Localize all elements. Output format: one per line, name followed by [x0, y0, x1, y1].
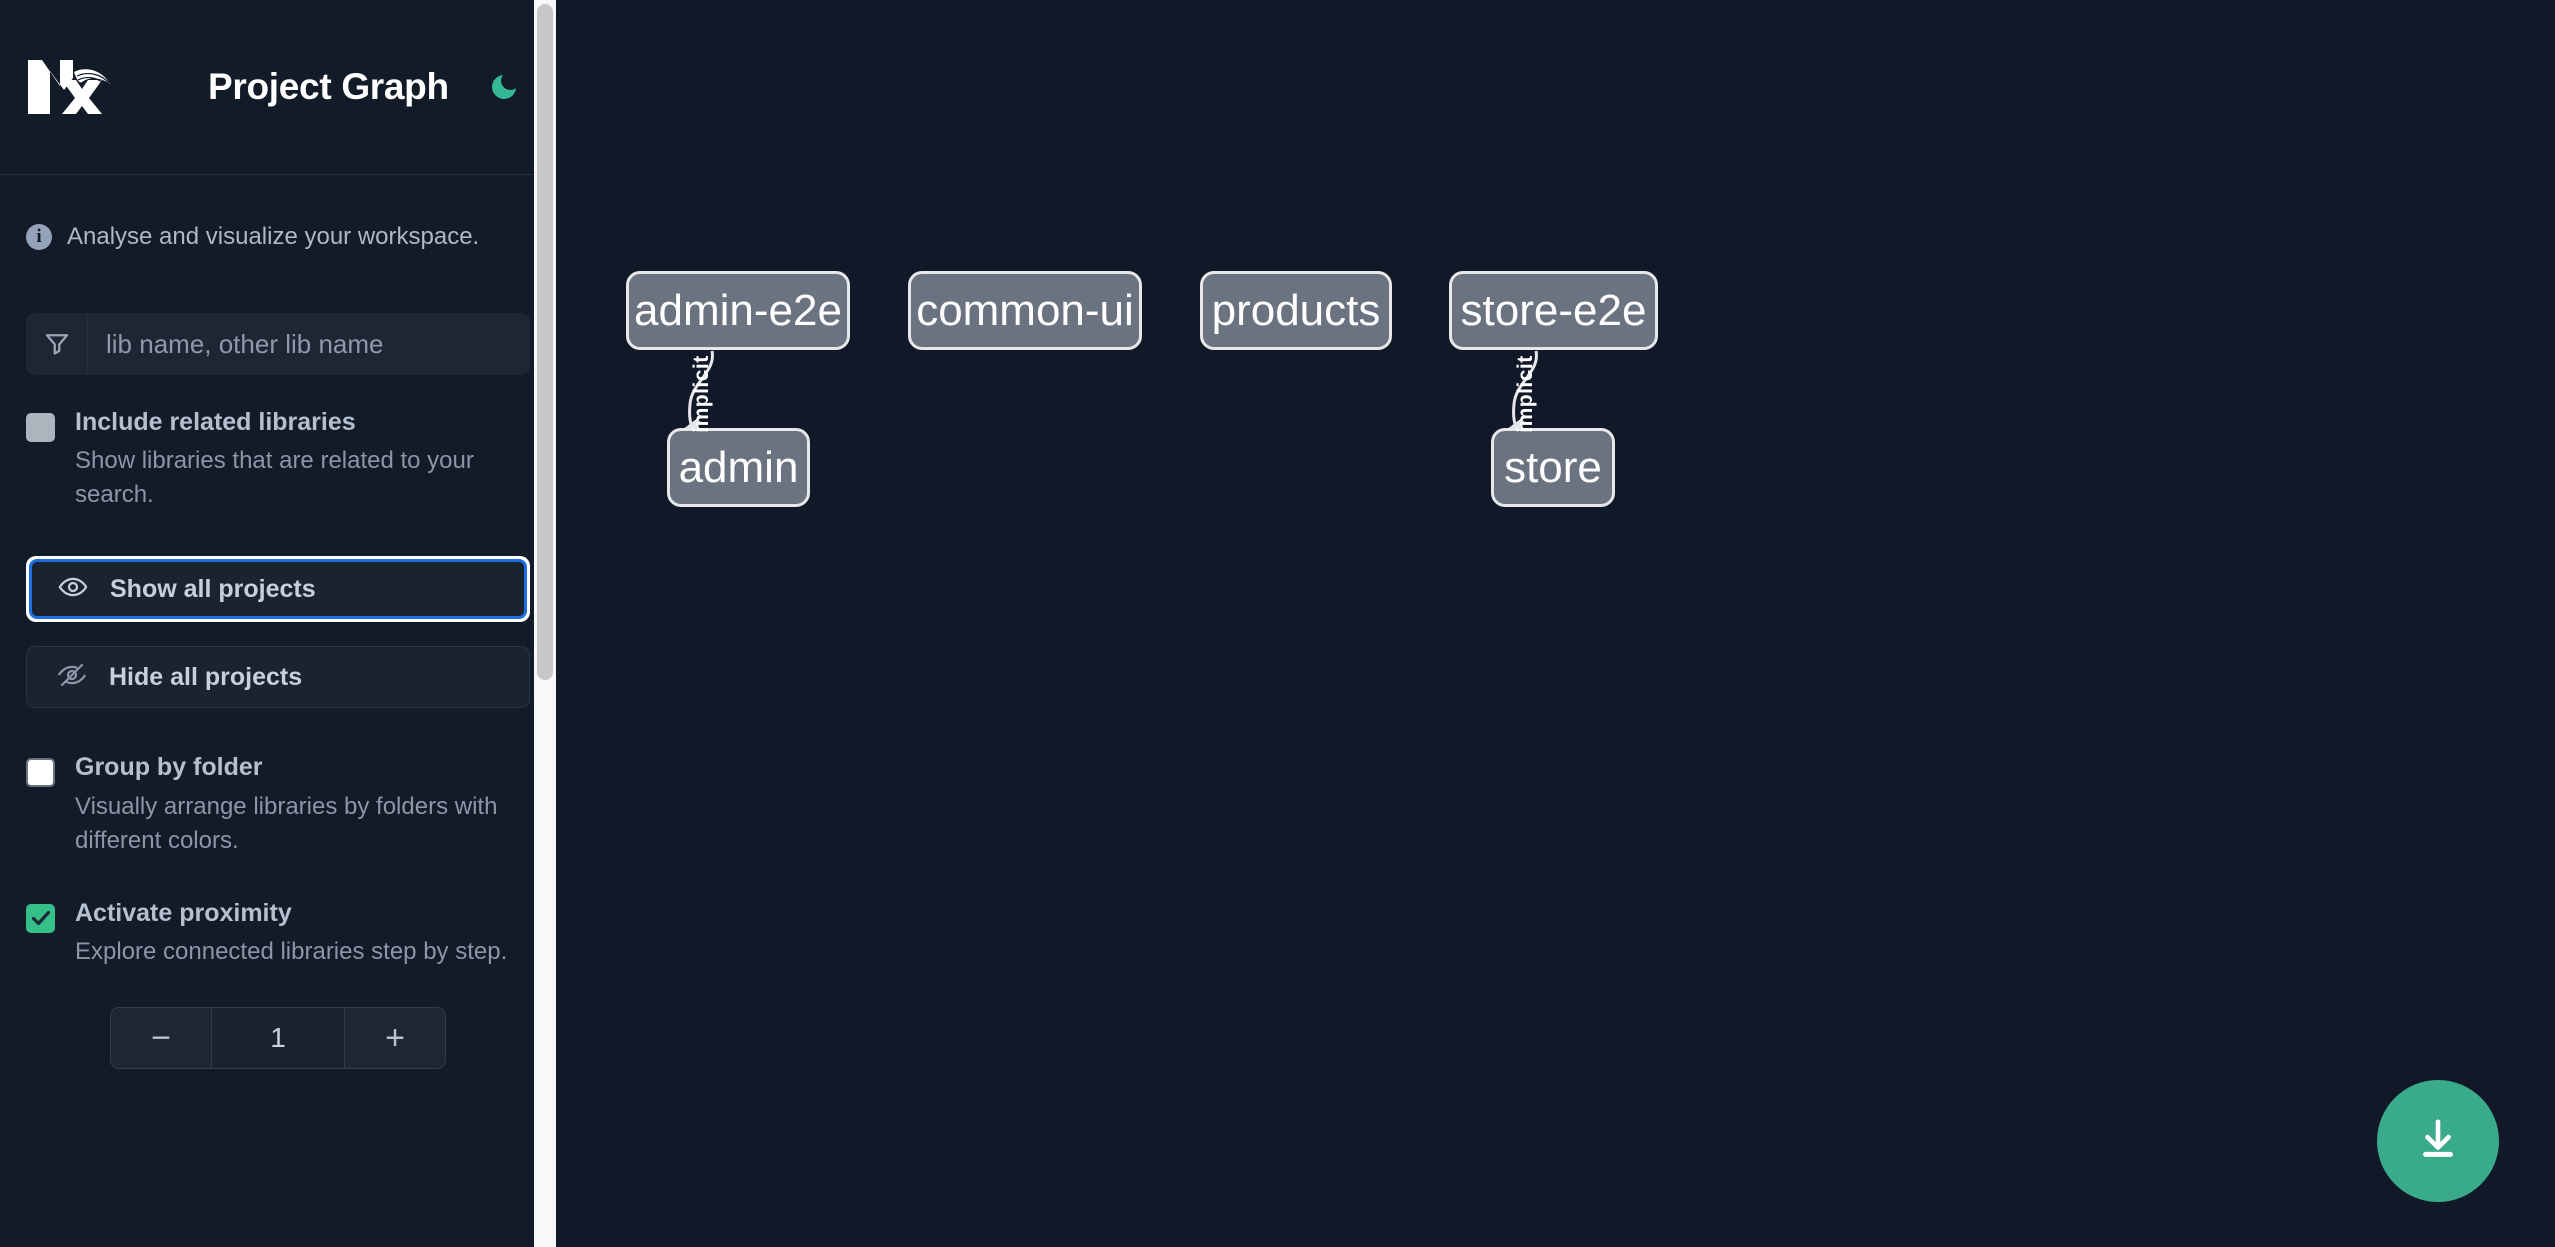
tagline-text: Analyse and visualize your workspace.	[67, 223, 480, 250]
graph-node-admin[interactable]: admin	[667, 428, 810, 507]
option-text: Group by folder Visually arrange librari…	[75, 752, 530, 857]
tagline: i Analyse and visualize your workspace.	[0, 175, 556, 251]
sidebar-header: Project Graph	[0, 0, 556, 175]
graph-node-products[interactable]: products	[1200, 271, 1392, 350]
proximity-value[interactable]: 1	[211, 1008, 345, 1069]
option-group-by-folder[interactable]: Group by folder Visually arrange librari…	[26, 752, 530, 857]
option-text: Activate proximity Explore connected lib…	[75, 898, 530, 969]
proximity-decrement-button[interactable]: −	[111, 1008, 211, 1069]
graph-node-label: admin-e2e	[634, 285, 842, 335]
graph-node-label: products	[1211, 285, 1381, 335]
graph-node-common-ui[interactable]: common-ui	[908, 271, 1142, 350]
group-by-folder-checkbox[interactable]	[26, 758, 55, 788]
option-description: Visually arrange libraries by folders wi…	[75, 792, 498, 854]
hide-all-projects-button[interactable]: Hide all projects	[26, 646, 530, 709]
download-icon	[2415, 1116, 2461, 1167]
filter-icon	[26, 313, 88, 375]
page-title: Project Graph	[208, 66, 449, 107]
moon-icon[interactable]	[483, 66, 525, 108]
show-all-projects-label: Show all projects	[110, 574, 316, 603]
eye-off-icon	[57, 660, 87, 695]
graph-edge-label-admin-implicit: implicit	[689, 355, 713, 433]
info-icon: i	[26, 224, 52, 250]
option-title: Include related libraries	[75, 408, 356, 436]
search-input[interactable]	[88, 313, 530, 375]
graph-nodes: admin-e2e admin common-ui products store…	[556, 0, 2555, 1247]
activate-proximity-checkbox[interactable]	[26, 903, 55, 933]
option-include-related-libraries[interactable]: Include related libraries Show libraries…	[26, 407, 530, 512]
sidebar-scrollbar[interactable]	[534, 0, 556, 1247]
option-title: Group by folder	[75, 753, 263, 782]
sidebar-scrollbar-thumb[interactable]	[537, 4, 553, 680]
graph-node-store-e2e[interactable]: store-e2e	[1449, 271, 1658, 350]
option-title: Activate proximity	[75, 898, 292, 927]
graph-node-admin-e2e[interactable]: admin-e2e	[626, 271, 850, 350]
graph-canvas[interactable]: admin-e2e admin common-ui products store…	[556, 0, 2555, 1247]
nx-logo	[26, 56, 112, 118]
proximity-increment-button[interactable]: +	[345, 1008, 445, 1069]
option-activate-proximity[interactable]: Activate proximity Explore connected lib…	[26, 898, 530, 969]
include-related-libraries-checkbox[interactable]	[26, 413, 55, 442]
show-all-projects-button[interactable]: Show all projects	[29, 559, 527, 620]
graph-node-label: store	[1504, 442, 1602, 492]
download-graph-button[interactable]	[2377, 1080, 2499, 1202]
graph-edge-label-store-implicit: implicit	[1513, 355, 1537, 433]
show-all-projects-focus-ring: Show all projects	[26, 556, 530, 623]
option-description: Show libraries that are related to your …	[75, 447, 474, 509]
graph-node-label: store-e2e	[1460, 285, 1647, 335]
search-bar[interactable]	[26, 313, 530, 375]
hide-all-projects-label: Hide all projects	[109, 662, 303, 691]
proximity-stepper: − 1 +	[110, 1007, 446, 1070]
graph-node-label: admin	[678, 442, 799, 492]
option-description: Explore connected libraries step by step…	[75, 938, 508, 966]
graph-node-label: common-ui	[916, 285, 1134, 335]
sidebar: Project Graph i Analyse and visualize yo…	[0, 0, 556, 1247]
eye-icon	[58, 572, 88, 607]
option-text: Include related libraries Show libraries…	[75, 407, 530, 512]
graph-node-store[interactable]: store	[1491, 428, 1615, 507]
